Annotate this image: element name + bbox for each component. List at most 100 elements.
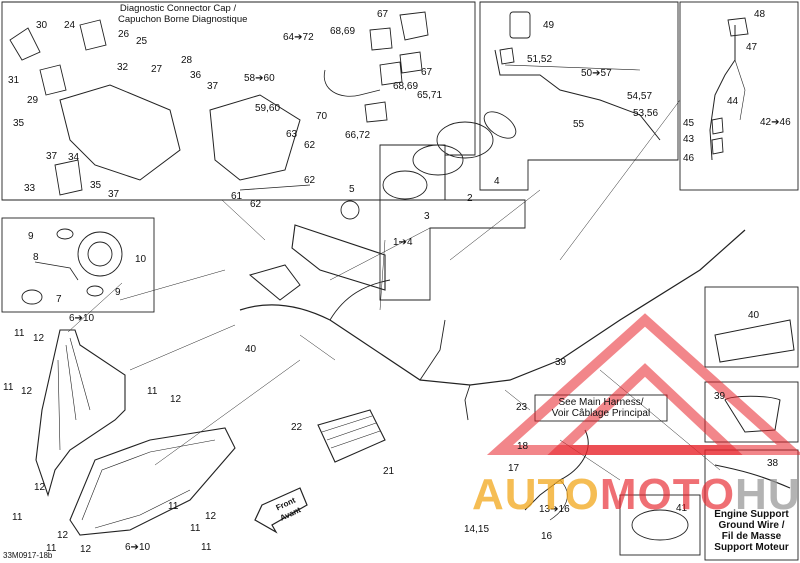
callout: 12 [205,511,217,522]
callout: 22 [291,422,303,433]
callout: 66,72 [345,130,371,141]
bulb-7 [21,289,43,305]
callout: 5 [349,184,355,195]
callout: 12 [21,386,33,397]
panel-headlamp-bulb [1,217,155,313]
cluster-lens [436,121,494,159]
callout: 42➔46 [760,117,791,128]
callout: 6➔10 [125,542,151,553]
callout: 51,52 [527,54,553,65]
callout: 63 [286,129,298,140]
callout: 25 [136,36,148,47]
front-arrow [254,487,308,534]
callout: 8 [33,252,39,263]
callout: 61 [231,191,243,202]
callout: 67 [421,67,433,78]
figure-code: 33M0917-18b [3,551,53,560]
callout: 17 [508,463,520,474]
callout: 47 [746,42,758,53]
callout: 32 [117,62,129,73]
callout: 31 [8,75,20,86]
callout: 12 [34,482,46,493]
callout: 55 [573,119,585,130]
callout: 37 [46,151,58,162]
callout: 24 [64,20,76,31]
callout: 12 [80,544,92,555]
note-line: Capuchon Borne Diagnostique [118,14,248,25]
callout: 11 [14,328,25,339]
callout: 37 [207,81,219,92]
callout: 48 [754,9,766,20]
watermark-logo [486,313,800,455]
gauge-5 [340,200,360,220]
callout: 39 [714,391,726,402]
callout: 70 [316,111,328,122]
callout: 68,69 [393,81,419,92]
callout: 11 [168,501,179,512]
callout: 39 [555,357,567,368]
note-line: See Main Harness/ [558,397,644,408]
regulator-21 [317,409,386,463]
callout: 11 [46,543,57,554]
callout: 6➔10 [69,313,95,324]
callout: 46 [683,153,695,164]
ground-wire-38 [714,464,791,489]
callout: 64➔72 [283,32,314,43]
callout: 23 [516,402,528,413]
callout: 62 [304,175,316,186]
relay-67 [399,11,429,41]
panel-temp-sensor [679,1,799,191]
callout: 21 [383,466,395,477]
callout: 34 [68,152,80,163]
callout: 37 [108,189,120,200]
watermark-moto: MOTO [599,470,736,519]
callout: 9 [115,287,121,298]
panel-grease [704,286,799,368]
callout: 45 [683,118,695,129]
callout: 29 [27,95,39,106]
callout: 11 [201,542,212,553]
callout: 53,56 [633,108,659,119]
callout: 28 [181,55,193,66]
callout: 12 [170,394,182,405]
panel-cable-tie [619,494,701,556]
watermark-text: AUTOMOTOHUB [472,470,800,520]
callout: 9 [28,231,34,242]
main-harness-note: See Main Harness/ Voir Câblage Principal [536,397,666,419]
note-line: Ground Wire / [718,520,785,531]
callout: 26 [118,29,130,40]
main-harness-note-box [534,394,668,422]
callout: 4 [494,176,500,187]
callout: 33 [24,183,36,194]
ground-wire-note: Engine Support Ground Wire / Fil de Mass… [706,509,797,553]
callout: 2 [467,193,473,204]
bulb-10 [77,231,123,277]
callout: 59,60 [255,103,281,114]
callout: 44 [727,96,739,107]
callout: 27 [151,64,163,75]
panel-clip [704,381,799,443]
callout: 54,57 [627,91,653,102]
callout: 10 [135,254,147,265]
callout: 12 [57,530,69,541]
callout: 7 [56,294,62,305]
panel-accessory-outlet [479,1,679,191]
callout: 12 [33,333,45,344]
note-line: Engine Support [714,509,789,520]
note-line: Fil de Masse [721,531,782,542]
motor-58-60 [209,94,301,181]
callout: 65,71 [417,90,443,101]
callout: 43 [683,134,695,145]
callout: 40 [748,310,760,321]
callout: 40 [245,344,257,355]
callout: 58➔60 [244,73,275,84]
callout: 49 [543,20,555,31]
note-line: Support Moteur [714,542,789,553]
temp-sensor-wire [709,25,736,161]
gauge-module-bracket [59,84,181,181]
callout: 36 [190,70,202,81]
callout: 67 [377,9,389,20]
callout: 35 [13,118,25,129]
